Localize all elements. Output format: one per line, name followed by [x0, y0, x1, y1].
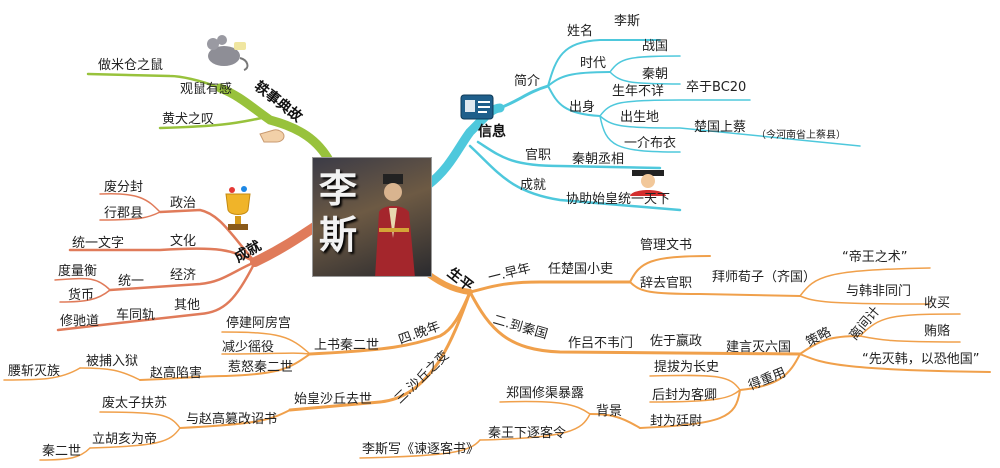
branch-reused	[739, 353, 801, 391]
politics-label[interactable]: 政治	[170, 196, 197, 211]
commoner-status[interactable]: 一介布衣	[624, 136, 677, 151]
qin-b[interactable]: 佐于嬴政	[650, 334, 703, 349]
economy-measures[interactable]: 度量衡	[58, 264, 98, 279]
politics-item-1[interactable]: 废分封	[104, 180, 144, 195]
politics-item-2[interactable]: 行郡县	[104, 206, 144, 221]
reused-item-2[interactable]: 后封为客卿	[652, 388, 718, 403]
info-node[interactable]: 信息	[478, 124, 506, 140]
shaqiu-death[interactable]: 始皇沙丘去世	[294, 392, 373, 407]
branch-culture	[68, 247, 257, 264]
shaqiu-install[interactable]: 立胡亥为帝	[92, 432, 158, 447]
rat-icon	[207, 35, 249, 71]
branch-dog	[158, 116, 264, 130]
official-figure-icon	[630, 170, 666, 196]
bg-cause[interactable]: 郑国修渠暴露	[506, 386, 585, 401]
late-item-1[interactable]: 停建阿房宫	[226, 316, 292, 331]
branch-era	[547, 71, 611, 87]
trophy-icon	[225, 186, 251, 230]
strategy-bribe-2[interactable]: 贿赂	[924, 324, 951, 339]
branch-name	[547, 39, 661, 87]
office-value[interactable]: 秦朝丞相	[572, 152, 625, 167]
branch-other	[56, 260, 257, 332]
early-teacher[interactable]: 拜师荀子（齐国）	[712, 270, 817, 285]
bg-event[interactable]: 秦王下逐客令	[488, 426, 567, 441]
shaqiu-second-emperor[interactable]: 秦二世	[42, 444, 82, 459]
id-card-icon	[460, 94, 494, 120]
birthplace-note: （今河南省上蔡县）	[756, 130, 846, 141]
intro-node[interactable]: 简介	[514, 74, 541, 89]
branch-early	[468, 280, 632, 294]
name-label[interactable]: 姓名	[567, 24, 594, 39]
central-topic[interactable]: 李斯	[312, 157, 432, 277]
late-arrest[interactable]: 被捕入狱	[86, 354, 139, 369]
reused-item-1[interactable]: 提拔为长史	[654, 360, 720, 375]
li-si-portrait-icon	[375, 174, 415, 276]
other-road[interactable]: 修驰道	[60, 314, 100, 329]
bg-label[interactable]: 背景	[596, 404, 623, 419]
late-fate[interactable]: 赵高陷害	[150, 366, 203, 381]
bg-essay[interactable]: 李斯写《谏逐客书》	[362, 442, 480, 457]
success-label[interactable]: 成就	[520, 178, 547, 193]
branch-shaqiu	[288, 290, 472, 412]
birthplace-value[interactable]: 楚国上蔡	[694, 120, 747, 135]
era-qin[interactable]: 秦朝	[642, 67, 669, 82]
branch-late	[308, 290, 472, 356]
birth-year[interactable]: 生年不详	[612, 84, 665, 99]
dog-lament[interactable]: 黄犬之叹	[162, 112, 215, 127]
late-end[interactable]: 腰斩灭族	[8, 364, 61, 379]
branch-story-trunk	[215, 83, 335, 167]
branch-qin	[468, 290, 802, 356]
death-year[interactable]: 卒于BC20	[686, 80, 747, 95]
late-letter[interactable]: 上书秦二世	[314, 338, 380, 353]
other-axle[interactable]: 车同轨	[116, 308, 156, 323]
success-value[interactable]: 协助始皇统一天下	[566, 192, 671, 207]
strategy-bribe-1[interactable]: 收买	[924, 296, 951, 311]
branch-office	[476, 140, 662, 170]
branch-success	[468, 144, 682, 212]
branch-rat	[86, 72, 222, 90]
branch-intro	[498, 84, 550, 110]
qin-c[interactable]: 建言灭六国	[726, 340, 792, 355]
office-label[interactable]: 官职	[525, 148, 552, 163]
late-item-3[interactable]: 惹怒秦二世	[228, 360, 294, 375]
birthplace-label[interactable]: 出生地	[620, 110, 660, 125]
late-item-2[interactable]: 减少徭役	[222, 340, 275, 355]
rat-value[interactable]: 做米仓之鼠	[98, 58, 164, 73]
culture-item[interactable]: 统一文字	[72, 236, 125, 251]
qin-a[interactable]: 作吕不韦门	[568, 336, 634, 351]
shaqiu-depose[interactable]: 废太子扶苏	[102, 396, 168, 411]
branch-origin	[547, 85, 601, 117]
economy-unify[interactable]: 统一	[118, 274, 145, 289]
other-label[interactable]: 其他	[174, 298, 201, 313]
branch-achieve-trunk	[250, 221, 321, 267]
economy-currency[interactable]: 货币	[68, 288, 95, 303]
economy-label[interactable]: 经济	[170, 268, 197, 283]
early-quit[interactable]: 辞去官职	[640, 276, 693, 291]
early-job[interactable]: 任楚国小吏	[548, 262, 614, 277]
central-title: 李斯	[319, 166, 358, 257]
culture-label[interactable]: 文化	[170, 234, 197, 249]
early-peer[interactable]: 与韩非同门	[846, 284, 912, 299]
early-learn[interactable]: “帝王之术”	[842, 250, 908, 265]
pointing-hand-icon	[259, 129, 285, 143]
branch-bg	[589, 413, 641, 429]
branch-economy	[108, 260, 257, 292]
rat-insight[interactable]: 观鼠有感	[180, 82, 233, 97]
era-warring-states[interactable]: 战国	[642, 39, 669, 54]
early-duty[interactable]: 管理文书	[640, 238, 693, 253]
reused-item-3[interactable]: 封为廷尉	[650, 414, 703, 429]
origin-label[interactable]: 出身	[569, 100, 596, 115]
strategy-quote[interactable]: “先灭韩，以恐他国”	[862, 352, 980, 367]
branch-politics	[158, 208, 257, 264]
shaqiu-plot[interactable]: 与赵高篡改诏书	[186, 412, 278, 427]
era-label[interactable]: 时代	[580, 56, 607, 71]
name-value[interactable]: 李斯	[614, 14, 641, 29]
